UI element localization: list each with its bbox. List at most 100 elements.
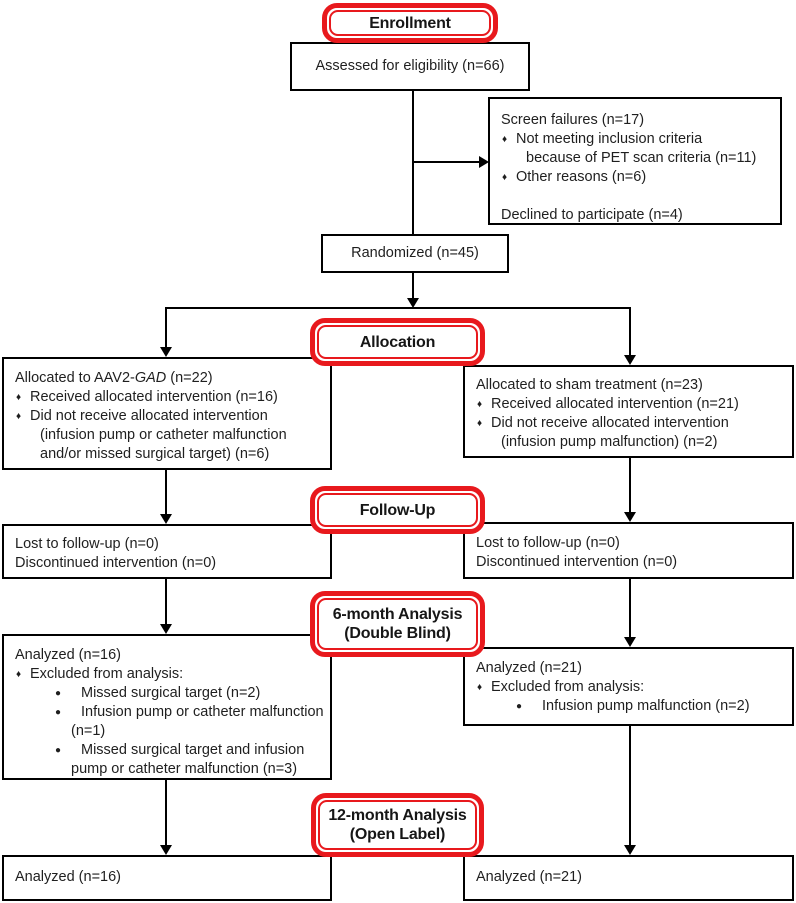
stage-label-line1: 12-month Analysis xyxy=(328,807,467,824)
diamond-bullet-icon: ♦ xyxy=(477,399,483,410)
text-line: Did not receive allocated intervention xyxy=(491,415,729,431)
arrow-down-icon xyxy=(160,845,172,855)
dot-bullet-icon: ● xyxy=(55,688,62,699)
followup-right-box: Lost to follow-up (n=0) Discontinued int… xyxy=(463,522,794,579)
connector-analysis6-to-analysis12-right xyxy=(629,725,631,846)
connector-branch-to-alloc-right xyxy=(629,307,631,355)
diamond-bullet-icon: ♦ xyxy=(16,392,22,403)
branch-line xyxy=(165,307,631,309)
analysis12-right-box: Analyzed (n=21) xyxy=(463,855,794,901)
text-line: Excluded from analysis: xyxy=(30,666,184,682)
connector-branch-to-alloc-left xyxy=(165,307,167,348)
allocated-aav2-gad-box: Allocated to AAV2-GAD (n=22) ♦ Received … xyxy=(2,357,332,470)
screen-failures-box: Screen failures (n=17) ♦ Not meeting inc… xyxy=(488,97,782,225)
text-line: Analyzed (n=16) xyxy=(15,647,121,663)
bullet-item: ♦ Other reasons (n=6) xyxy=(501,168,772,187)
bullet-item: ♦ Excluded from analysis: xyxy=(476,678,784,697)
text-line: Analyzed (n=16) xyxy=(15,869,121,885)
dot-bullet-icon: ● xyxy=(55,707,62,718)
diamond-bullet-icon: ♦ xyxy=(502,172,508,183)
text-line: Allocated to sham treatment (n=23) xyxy=(476,377,703,393)
stage-analysis-12month: 12-month Analysis (Open Label) xyxy=(311,793,484,857)
connector-randomized-to-branch xyxy=(412,272,414,299)
text-line: and/or missed surgical target) (n=6) xyxy=(40,446,270,462)
text-line: pump or catheter malfunction (n=3) xyxy=(71,761,298,777)
arrow-down-icon xyxy=(160,624,172,634)
analysis12-left-box: Analyzed (n=16) xyxy=(2,855,332,901)
analysis6-left-box: Analyzed (n=16) ♦ Excluded from analysis… xyxy=(2,634,332,780)
assessed-eligibility-box: Assessed for eligibility (n=66) xyxy=(290,42,530,91)
stage-label-line1: 6-month Analysis xyxy=(332,606,463,623)
bullet-item: ♦ Did not receive allocated intervention xyxy=(476,414,784,433)
arrow-down-icon xyxy=(160,347,172,357)
bullet-item: ♦ Received allocated intervention (n=21) xyxy=(476,395,784,414)
stage-allocation-label: Allocation xyxy=(317,325,478,359)
bullet-item: ♦ Did not receive allocated intervention xyxy=(15,407,322,426)
stage-label-line2: (Open Label) xyxy=(349,826,446,843)
arrow-down-icon xyxy=(160,514,172,524)
randomized-box: Randomized (n=45) xyxy=(321,234,509,273)
bullet-item: ♦ Not meeting inclusion criteria xyxy=(501,130,772,149)
bullet-item: ♦ Excluded from analysis: xyxy=(15,665,322,684)
text-line: Missed surgical target and infusion xyxy=(81,742,305,758)
connector-followup-to-analysis6-right xyxy=(629,578,631,638)
connector-analysis6-to-analysis12-left xyxy=(165,779,167,846)
stage-followup-label: Follow-Up xyxy=(317,493,478,527)
stage-followup: Follow-Up xyxy=(310,486,485,534)
connector-alloc-to-followup-right xyxy=(629,457,631,513)
connector-alloc-to-followup-left xyxy=(165,469,167,515)
text-line: Other reasons (n=6) xyxy=(516,169,647,185)
text-line: Did not receive allocated intervention xyxy=(30,408,268,424)
arrow-down-icon xyxy=(624,845,636,855)
text-line: Infusion pump malfunction (n=2) xyxy=(542,698,750,714)
bullet-item: ● Infusion pump or catheter malfunction xyxy=(15,703,324,722)
assessed-text: Assessed for eligibility (n=66) xyxy=(315,58,505,74)
text-line: (infusion pump malfunction) (n=2) xyxy=(501,434,718,450)
text-line: Not meeting inclusion criteria xyxy=(516,131,703,147)
text-line: Lost to follow-up (n=0) xyxy=(15,536,159,552)
text-line: Analyzed (n=21) xyxy=(476,869,582,885)
text-line: Received allocated intervention (n=21) xyxy=(491,396,739,412)
arrow-down-icon xyxy=(407,298,419,308)
bullet-item: ♦ Received allocated intervention (n=16) xyxy=(15,388,322,407)
stage-analysis-12month-label: 12-month Analysis (Open Label) xyxy=(318,800,477,850)
arrow-down-icon xyxy=(624,637,636,647)
stage-enrollment: Enrollment xyxy=(322,3,498,43)
text-line: Discontinued intervention (n=0) xyxy=(476,554,678,570)
text-line: Infusion pump or catheter malfunction xyxy=(81,704,324,720)
diamond-bullet-icon: ♦ xyxy=(502,134,508,145)
diamond-bullet-icon: ♦ xyxy=(477,418,483,429)
title-pre: Allocated to AAV2- xyxy=(15,370,135,386)
followup-left-box: Lost to follow-up (n=0) Discontinued int… xyxy=(2,524,332,579)
stage-allocation: Allocation xyxy=(310,318,485,366)
diamond-bullet-icon: ♦ xyxy=(16,669,22,680)
connector-to-screen-failures xyxy=(413,161,479,163)
dot-bullet-icon: ● xyxy=(516,701,523,712)
stage-label-line2: (Double Blind) xyxy=(344,625,451,642)
text-line: Excluded from analysis: xyxy=(491,679,645,695)
arrow-right-icon xyxy=(479,156,489,168)
text-line: (infusion pump or catheter malfunction xyxy=(40,427,287,443)
title-italic: GAD xyxy=(134,370,167,386)
arrow-down-icon xyxy=(624,355,636,365)
analysis6-right-box: Analyzed (n=21) ♦ Excluded from analysis… xyxy=(463,647,794,726)
connector-followup-to-analysis6-left xyxy=(165,578,167,625)
spacer xyxy=(501,187,772,206)
diamond-bullet-icon: ♦ xyxy=(477,682,483,693)
arrow-down-icon xyxy=(624,512,636,522)
text-line: (n=1) xyxy=(71,723,106,739)
text-line: Analyzed (n=21) xyxy=(476,660,582,676)
stage-analysis-6month: 6-month Analysis (Double Blind) xyxy=(310,591,485,657)
text-line: Declined to participate (n=4) xyxy=(501,207,683,223)
title-post: (n=22) xyxy=(166,370,213,386)
text-line: Missed surgical target (n=2) xyxy=(81,685,261,701)
text-line: Allocated to AAV2-GAD (n=22) xyxy=(15,369,322,388)
diamond-bullet-icon: ♦ xyxy=(16,411,22,422)
randomized-text: Randomized (n=45) xyxy=(351,245,479,261)
stage-enrollment-label: Enrollment xyxy=(329,10,491,36)
text-line: because of PET scan criteria (n=11) xyxy=(526,150,757,166)
bullet-item: ● Missed surgical target (n=2) xyxy=(15,684,322,703)
bullet-item: ● Infusion pump malfunction (n=2) xyxy=(476,697,784,716)
dot-bullet-icon: ● xyxy=(55,745,62,756)
